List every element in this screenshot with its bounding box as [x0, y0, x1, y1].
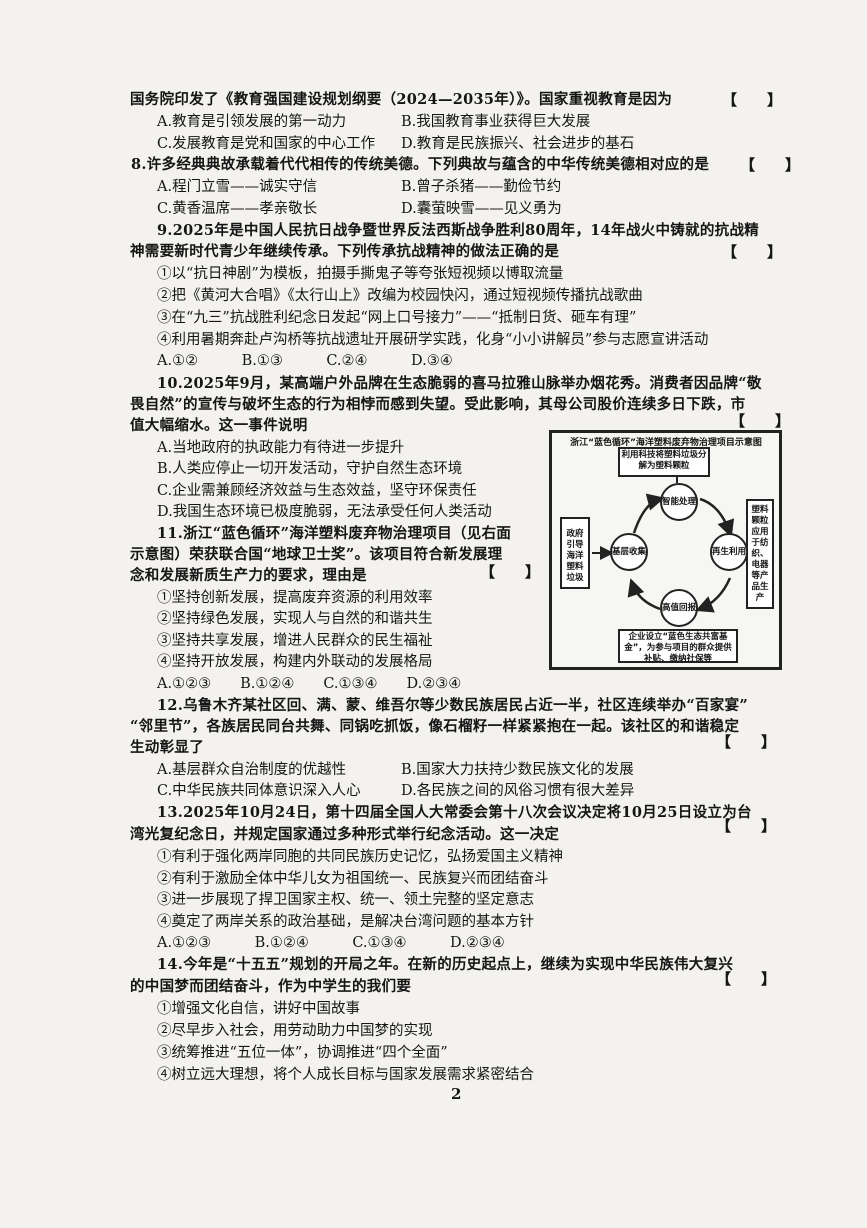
question-8-stem: 8.许多经典典故承载着代代相传的传统美德。下列典故与蕴含的中华传统美德相对应的是	[131, 156, 710, 173]
question-10-stem: 10.2025年9月，某高端户外品牌在生态脆弱的喜马拉雅山脉举办烟花秀。消费者因…	[157, 375, 762, 392]
option-a: A.基层群众自治制度的优越性	[157, 762, 347, 778]
question-11-stem-cont: 念和发展新质生产力的要求，理由是	[130, 567, 367, 584]
question-13-stem-cont: 湾光复纪念日，并规定国家通过多种形式举行纪念活动。这一决定	[130, 826, 560, 843]
statement-3: ③在“九三”抗战胜利纪念日发起“网上口号接力”——“抵制日货、砸车有理”	[157, 310, 637, 326]
answer-bracket[interactable]: 【 】	[716, 970, 777, 988]
option-a: A.程门立雪——诚实守信	[157, 179, 318, 195]
option-a: A.当地政府的执政能力有待进一步提升	[157, 440, 405, 456]
answer-bracket[interactable]: 【 】	[722, 91, 783, 109]
answer-bracket[interactable]: 【 】	[730, 412, 791, 430]
answer-options: A.①②③ B.①②④ C.①③④ D.②③④	[157, 676, 462, 692]
statement-1: ①增强文化自信，讲好中国故事	[157, 1001, 360, 1017]
blue-cycle-diagram: 浙江“蓝色循环”海洋塑料废弃物治理项目示意图 利用科技将塑料垃圾分解为塑料颗粒 …	[549, 430, 782, 670]
statement-3: ③统筹推进“五位一体”，协调推进“四个全面”	[157, 1045, 448, 1061]
question-14-stem: 14.今年是“十五五”规划的开局之年。在新的历史起点上，继续为实现中华民族伟大复…	[157, 956, 734, 973]
option-d: D.教育是民族振兴、社会进步的基石	[401, 136, 635, 152]
statement-2: ②把《黄河大合唱》《太行山上》改编为校园快闪，通过短视频传播抗战歌曲	[157, 288, 643, 304]
question-12-stem-cont: 生动彰显了	[130, 739, 204, 756]
option-d: D.囊萤映雪——见义勇为	[401, 201, 562, 217]
option-c: C.企业需兼顾经济效益与生态效益，坚守环保责任	[157, 483, 477, 499]
diagram-title: 浙江“蓝色循环”海洋塑料废弃物治理项目示意图	[570, 438, 762, 448]
question-11-stem-cont: 示意图）荣获联合国“地球卫士奖”。该项目符合新发展理	[130, 546, 503, 563]
diagram-circle-top: 智能处理	[660, 483, 698, 521]
diagram-circle-right: 再生利用	[710, 533, 748, 571]
statement-4: ④利用暑期奔赴卢沟桥等抗战遗址开展研学实践，化身“小小讲解员”参与志愿宣讲活动	[157, 332, 709, 348]
statement-3: ③进一步展现了捍卫国家主权、统一、领土完整的坚定意志	[157, 892, 534, 908]
statement-2: ②坚持绿色发展，实现人与自然的和谐共生	[157, 611, 433, 627]
answer-options: A.①② B.①③ C.②④ D.③④	[157, 353, 453, 369]
question-12-stem: 12.乌鲁木齐某社区回、满、蒙、维吾尔等少数民族居民占近一半，社区连续举办“百家…	[157, 697, 749, 714]
answer-bracket[interactable]: 【 】	[740, 156, 801, 174]
diagram-circle-left: 基层收集	[610, 533, 648, 571]
answer-bracket[interactable]: 【 】	[722, 243, 783, 261]
question-10-stem-cont: 值大幅缩水。这一事件说明	[130, 417, 308, 434]
statement-3: ③坚持共享发展，增进人民群众的民生福祉	[157, 633, 433, 649]
option-c: C.发展教育是党和国家的中心工作	[157, 136, 376, 152]
statement-4: ④坚持开放发展，构建内外联动的发展格局	[157, 654, 433, 670]
option-d: D.我国生态环境已极度脆弱，无法承受任何人类活动	[157, 504, 492, 520]
answer-bracket[interactable]: 【 】	[480, 563, 541, 581]
statement-1: ①坚持创新发展，提高废弃资源的利用效率	[157, 590, 433, 606]
statement-1: ①以“抗日神剧”为模板，拍摄手撕鬼子等夸张短视频以博取流量	[157, 266, 564, 282]
option-c: C.中华民族共同体意识深入人心	[157, 783, 361, 799]
statement-4: ④奠定了两岸关系的政治基础，是解决台湾问题的基本方针	[157, 914, 534, 930]
statement-1: ①有利于强化两岸同胞的共同民族历史记忆，弘扬爱国主义精神	[157, 849, 563, 865]
page-number: 2	[451, 1085, 462, 1103]
diagram-box-bottom: 企业设立“蓝色生态共富基金”，为参与项目的群众提供补贴、缴纳社保等	[618, 629, 738, 664]
option-a: A.教育是引领发展的第一动力	[157, 114, 347, 130]
question-14-stem-cont: 的中国梦而团结奋斗，作为中学生的我们要	[130, 978, 412, 995]
option-d: D.各民族之间的风俗习惯有很大差异	[401, 783, 635, 799]
diagram-box-top: 利用科技将塑料垃圾分解为塑料颗粒	[618, 447, 710, 477]
answer-bracket[interactable]: 【 】	[716, 733, 777, 751]
option-b: B.曾子杀猪——勤俭节约	[401, 179, 562, 195]
option-b: B.国家大力扶持少数民族文化的发展	[401, 762, 634, 778]
answer-bracket[interactable]: 【 】	[716, 817, 777, 835]
statement-2: ②尽早步入社会，用劳动助力中国梦的实现	[157, 1023, 433, 1039]
option-c: C.黄香温席——孝亲敬长	[157, 201, 318, 217]
question-9-stem: 9.2025年是中国人民抗日战争暨世界反法西斯战争胜利80周年，14年战火中铸就…	[157, 222, 760, 239]
question-13-stem: 13.2025年10月24日，第十四届全国人大常委会第十八次会议决定将10月25…	[157, 804, 752, 821]
diagram-box-left: 政府引导海洋塑料垃圾	[560, 517, 590, 589]
option-b: B.人类应停止一切开发活动，守护自然生态环境	[157, 461, 463, 477]
question-12-stem-cont: “邻里节”，各族居民同台共舞、同锅吃抓饭，像石榴籽一样紧紧抱在一起。该社区的和谐…	[130, 718, 740, 735]
statement-2: ②有利于激励全体中华儿女为祖国统一、民族复兴而团结奋斗	[157, 871, 549, 887]
question-9-stem-cont: 神需要新时代青少年继续传承。下列传承抗战精神的做法正确的是	[130, 243, 560, 260]
answer-options: A.①②③ B.①②④ C.①③④ D.②③④	[157, 935, 505, 951]
diagram-circle-bottom: 高值回报	[660, 589, 698, 627]
option-b: B.我国教育事业获得巨大发展	[401, 114, 591, 130]
question-10-stem-cont: 畏自然”的宣传与破坏生态的行为相悖而感到失望。受此影响，其母公司股价连续多日下跌…	[130, 396, 746, 413]
diagram-box-right: 塑料颗粒应用于纺织、电器等产品生产	[746, 499, 774, 609]
statement-4: ④树立远大理想，将个人成长目标与国家发展需求紧密结合	[157, 1067, 534, 1083]
question-11-stem: 11.浙江“蓝色循环”海洋塑料废弃物治理项目（见右面	[157, 525, 512, 542]
text-line: 国务院印发了《教育强国建设规划纲要（2024—2035年）》。国家重视教育是因为	[130, 91, 673, 108]
